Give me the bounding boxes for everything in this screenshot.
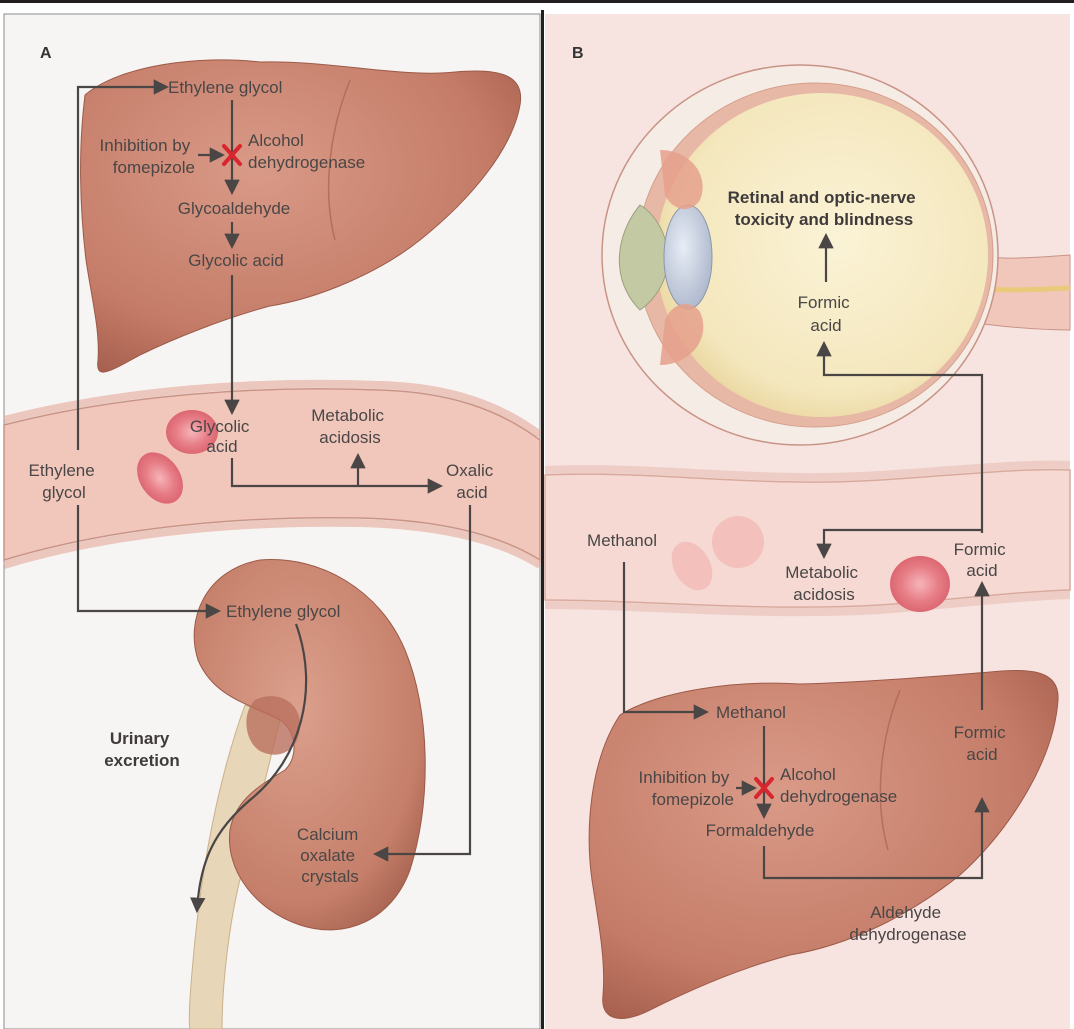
panel-b: B (545, 14, 1070, 1029)
top-rule (0, 0, 1074, 3)
label-glycolic-acid-liver: Glycolic acid (188, 251, 283, 270)
label-formaldehyde: Formaldehyde (706, 821, 815, 840)
panel-a-letter: A (40, 45, 52, 62)
label-ethylene-glycol-kidney: Ethylene glycol (226, 602, 340, 621)
red-blood-cell (890, 556, 950, 612)
panel-b-letter: B (572, 45, 584, 62)
panel-a: A Ethylene glycol Inhibit (4, 14, 540, 1029)
eye-lens (664, 205, 712, 309)
panel-divider (541, 10, 544, 1029)
red-blood-cell (712, 516, 764, 568)
label-methanol-blood: Methanol (587, 531, 657, 550)
label-calcium-oxalate-crystals: Calcium oxalate crystals (297, 825, 363, 886)
label-methanol-liver: Methanol (716, 703, 786, 722)
label-ethylene-glycol-liver: Ethylene glycol (168, 78, 282, 97)
label-glycoaldehyde: Glycoaldehyde (178, 199, 290, 218)
